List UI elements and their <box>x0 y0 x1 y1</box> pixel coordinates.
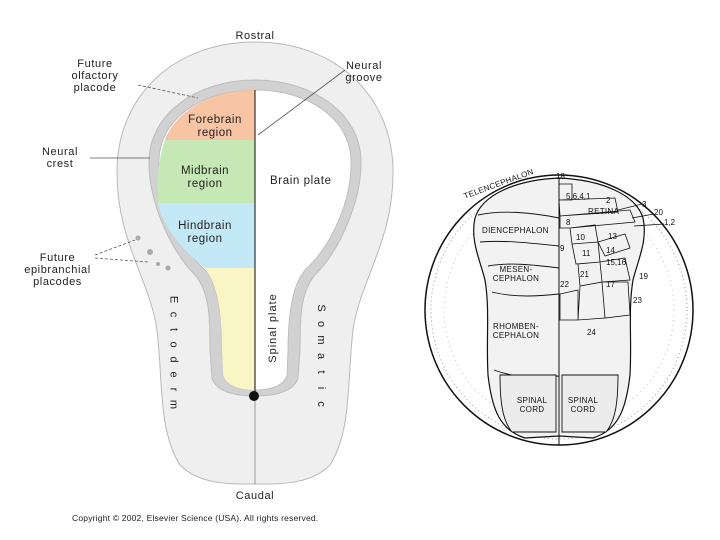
neural-crest-label: Neural crest <box>30 146 90 170</box>
ectoderm-letter: c <box>165 309 180 321</box>
ectoderm-letter: E <box>165 294 180 306</box>
spinal-plate-label: Spinal plate <box>267 283 279 373</box>
copyright-text: Copyright © 2002, Elsevier Science (USA)… <box>72 513 372 523</box>
rostral-label: Rostral <box>225 30 285 42</box>
retina-label: RETINA <box>588 207 619 216</box>
rhombencephalon-line-1: RHOMBEN- <box>486 322 546 331</box>
olfactory-label: Future olfactory placode <box>55 58 135 94</box>
diencephalon-label: DIENCEPHALON <box>482 226 549 235</box>
region-number: 21 <box>580 270 589 279</box>
neural-plate-diagram: Rostral Future olfactory placode Neural … <box>0 0 420 540</box>
ectoderm-letter: o <box>165 339 180 351</box>
region-number: 11 <box>582 249 590 258</box>
region-number: 9 <box>560 244 564 253</box>
region-number: 18 <box>556 172 565 181</box>
epibranchial-line-3: placodes <box>10 276 105 288</box>
rhombencephalon-label: RHOMBEN- CEPHALON <box>486 322 546 340</box>
neural-crest-line-2: crest <box>30 158 90 170</box>
forebrain-label: Forebrain region <box>175 114 255 140</box>
somatic-letter: a <box>311 350 327 362</box>
spinal-cord-left-label: SPINAL CORD <box>512 396 552 414</box>
hindbrain-line-1: Hindbrain <box>165 220 245 233</box>
region-number: 3 <box>642 200 646 209</box>
mesencephalon-line-1: MESEN- <box>486 265 546 274</box>
olfactory-line-2: olfactory <box>55 70 135 82</box>
somatic-letter: c <box>311 398 327 410</box>
placode-dot <box>136 236 141 241</box>
forebrain-line-1: Forebrain <box>175 114 255 127</box>
hindbrain-label: Hindbrain region <box>165 220 245 246</box>
region-number: 1,2 <box>664 218 675 227</box>
placode-dot <box>166 266 171 271</box>
epibranchial-line-2: epibranchial <box>10 264 105 276</box>
region-number: 22 <box>560 280 569 289</box>
somatic-letter: m <box>311 334 327 346</box>
mesencephalon-line-2: CEPHALON <box>486 274 546 283</box>
spinal-left-line-1: SPINAL <box>512 396 552 405</box>
region-number: 5,6,4,1 <box>566 192 590 201</box>
neural-groove-label: Neural groove <box>334 60 394 84</box>
olfactory-line-3: placode <box>55 82 135 94</box>
somatic-label: S o m a t i c <box>313 300 325 412</box>
olfactory-line-1: Future <box>55 58 135 70</box>
region-number: 14 <box>606 246 615 255</box>
placode-dot <box>147 249 153 255</box>
neural-crest-line-1: Neural <box>30 146 90 158</box>
mesencephalon-label: MESEN- CEPHALON <box>486 265 546 283</box>
ectoderm-letter: d <box>165 354 180 366</box>
ectoderm-letter: t <box>165 324 180 336</box>
spinal-right-line-2: CORD <box>563 405 603 414</box>
rhombencephalon-line-2: CEPHALON <box>486 331 546 340</box>
ectoderm-letter: m <box>165 399 180 411</box>
somatic-letter: S <box>311 302 327 314</box>
region-number: 24 <box>587 328 596 337</box>
region-number: 15,16 <box>606 258 626 267</box>
hindbrain-line-2: region <box>165 233 245 246</box>
region-number: 10 <box>576 233 585 242</box>
forebrain-line-2: region <box>175 127 255 140</box>
spinal-right-line-1: SPINAL <box>563 396 603 405</box>
region-number: 17 <box>606 280 615 289</box>
region-number: 23 <box>633 296 642 305</box>
caudal-node <box>249 391 259 401</box>
caudal-label: Caudal <box>225 490 285 502</box>
region-number: 8 <box>566 218 570 227</box>
region-number: 20 <box>654 208 663 217</box>
midbrain-label: Midbrain region <box>165 165 245 191</box>
somatic-letter: t <box>311 366 327 378</box>
epibranchial-label: Future epibranchial placodes <box>10 252 105 288</box>
region-number: 13 <box>608 232 617 241</box>
brain-map-diagram: TELENCEPHALON RETINA DIENCEPHALON MESEN-… <box>420 170 700 460</box>
midbrain-line-2: region <box>165 178 245 191</box>
neural-groove-line-2: groove <box>334 72 394 84</box>
neural-groove-line-1: Neural <box>334 60 394 72</box>
ectoderm-label: E c t o d e r m <box>166 292 178 412</box>
region-number: 2 <box>606 196 610 205</box>
midbrain-line-1: Midbrain <box>165 165 245 178</box>
somatic-letter: i <box>311 382 327 394</box>
region-number: 19 <box>639 272 648 281</box>
spinal-left-line-2: CORD <box>512 405 552 414</box>
placode-dot <box>156 262 160 266</box>
epibranchial-line-1: Future <box>10 252 105 264</box>
somatic-letter: o <box>311 318 327 330</box>
ectoderm-letter: r <box>165 384 180 396</box>
ectoderm-letter: e <box>165 369 180 381</box>
spinal-cord-right-label: SPINAL CORD <box>563 396 603 414</box>
brain-plate-label: Brain plate <box>270 175 332 187</box>
